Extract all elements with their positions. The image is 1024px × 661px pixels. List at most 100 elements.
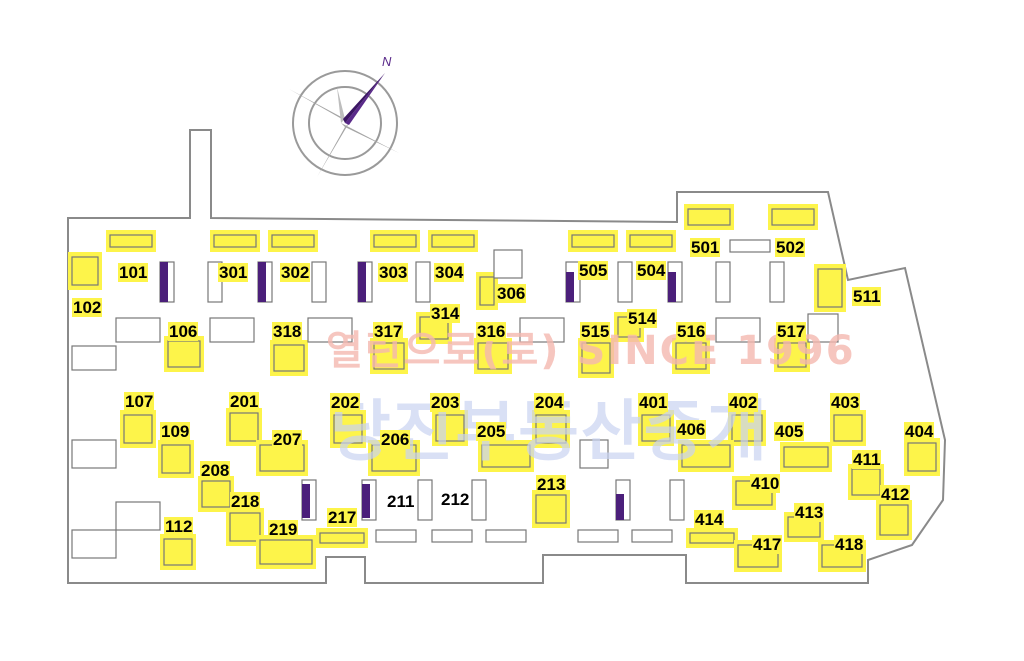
building-footprint <box>641 414 671 442</box>
building-highlight <box>476 272 498 310</box>
building-footprints <box>68 204 940 572</box>
building-label-414[interactable]: 414 <box>694 510 725 529</box>
building-label-504[interactable]: 504 <box>636 261 667 280</box>
building-footprint <box>209 317 255 343</box>
building-label-109[interactable]: 109 <box>160 422 191 441</box>
building-highlight <box>164 336 204 372</box>
building-label-203[interactable]: 203 <box>430 393 461 412</box>
building-label-417[interactable]: 417 <box>752 535 783 554</box>
building-label-412[interactable]: 412 <box>880 485 911 504</box>
building-footprint <box>431 234 475 248</box>
building-footprint <box>817 268 843 308</box>
building-label-318[interactable]: 318 <box>272 322 303 341</box>
building-label-410[interactable]: 410 <box>750 474 781 493</box>
building-label-403[interactable]: 403 <box>830 393 861 412</box>
building-highlight <box>876 500 912 540</box>
building-label-402[interactable]: 402 <box>728 393 759 412</box>
building-label-317[interactable]: 317 <box>373 322 404 341</box>
building-label-505[interactable]: 505 <box>578 261 609 280</box>
building-footprint <box>115 501 161 531</box>
building-label-201[interactable]: 201 <box>229 392 260 411</box>
building-label-304[interactable]: 304 <box>434 263 465 282</box>
building-footprint <box>431 529 473 543</box>
building-footprint <box>493 249 523 279</box>
building-label-411[interactable]: 411 <box>852 450 882 469</box>
building-footprint <box>123 414 153 444</box>
building-footprint <box>273 344 305 372</box>
facility-block <box>302 484 310 518</box>
building-footprint <box>163 538 193 566</box>
building-label-514[interactable]: 514 <box>627 309 658 328</box>
building-highlight <box>428 230 478 252</box>
building-footprint <box>375 529 417 543</box>
building-highlight <box>268 230 318 252</box>
building-label-515[interactable]: 515 <box>580 322 611 341</box>
building-label-517[interactable]: 517 <box>776 322 807 341</box>
building-label-511[interactable]: 511 <box>852 287 882 306</box>
building-footprint <box>729 239 771 253</box>
building-label-205[interactable]: 205 <box>476 422 507 441</box>
building-label-306[interactable]: 306 <box>496 284 527 303</box>
building-footprint <box>435 414 465 442</box>
building-footprint <box>879 504 909 536</box>
building-label-202[interactable]: 202 <box>330 393 361 412</box>
building-footprint <box>71 439 117 469</box>
building-label-206[interactable]: 206 <box>380 430 411 449</box>
building-highlight <box>474 338 512 374</box>
building-highlight <box>686 528 738 548</box>
building-label-217[interactable]: 217 <box>327 508 358 527</box>
building-label-301[interactable]: 301 <box>218 263 249 282</box>
building-footprint <box>161 444 191 474</box>
building-label-211[interactable]: 211 <box>387 492 415 511</box>
building-footprint <box>579 439 609 469</box>
building-footprint <box>479 276 495 306</box>
building-label-218[interactable]: 218 <box>230 492 261 511</box>
building-footprint <box>617 261 633 303</box>
building-label-212[interactable]: 212 <box>441 490 470 509</box>
building-label-418[interactable]: 418 <box>834 535 865 554</box>
building-label-102[interactable]: 102 <box>72 298 103 317</box>
building-label-208[interactable]: 208 <box>200 461 231 480</box>
building-footprint <box>485 529 527 543</box>
building-label-401[interactable]: 401 <box>638 393 669 412</box>
building-label-303[interactable]: 303 <box>378 263 409 282</box>
building-footprint <box>715 261 731 303</box>
building-label-413[interactable]: 413 <box>794 503 825 522</box>
building-label-219[interactable]: 219 <box>268 520 299 539</box>
facility-block <box>160 262 168 302</box>
building-footprint <box>907 442 937 472</box>
building-footprint <box>715 317 761 343</box>
building-footprint <box>213 234 257 248</box>
building-label-107[interactable]: 107 <box>124 392 155 411</box>
building-label-106[interactable]: 106 <box>168 322 199 341</box>
building-footprint <box>259 539 313 565</box>
building-footprint <box>471 479 487 521</box>
building-label-213[interactable]: 213 <box>536 475 567 494</box>
building-footprint <box>319 532 365 544</box>
building-label-501[interactable]: 501 <box>690 238 721 257</box>
building-footprint <box>311 261 327 303</box>
building-label-406[interactable]: 406 <box>676 420 707 439</box>
building-label-316[interactable]: 316 <box>476 322 507 341</box>
building-label-207[interactable]: 207 <box>272 430 303 449</box>
building-label-101[interactable]: 101 <box>118 263 149 282</box>
building-footprint <box>373 234 417 248</box>
building-highlight <box>160 534 196 570</box>
building-label-404[interactable]: 404 <box>904 422 935 441</box>
building-label-112[interactable]: 112 <box>164 517 194 536</box>
building-label-502[interactable]: 502 <box>775 238 806 257</box>
building-highlight <box>226 408 262 446</box>
building-label-516[interactable]: 516 <box>676 322 707 341</box>
building-highlight <box>728 410 766 446</box>
building-footprint <box>417 479 433 521</box>
building-label-405[interactable]: 405 <box>774 422 805 441</box>
building-footprint <box>631 529 673 543</box>
building-footprint <box>109 234 153 248</box>
building-highlight <box>158 440 194 478</box>
building-label-302[interactable]: 302 <box>280 263 311 282</box>
building-label-204[interactable]: 204 <box>534 393 565 412</box>
building-label-314[interactable]: 314 <box>430 304 461 323</box>
building-footprint <box>771 208 815 226</box>
